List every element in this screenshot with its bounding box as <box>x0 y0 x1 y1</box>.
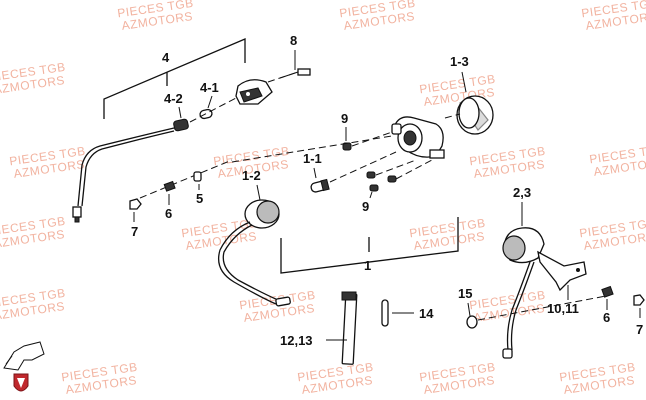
callout-4: 4 <box>162 50 170 65</box>
bulb-socket-4-2 <box>173 118 189 132</box>
nut-6-left <box>163 180 176 192</box>
callout-4-2: 4-2 <box>164 91 183 106</box>
headlight-housing <box>391 116 445 159</box>
callout-1-3: 1-3 <box>450 54 469 69</box>
bike-outline-icon <box>3 341 45 371</box>
nut-6-right <box>601 285 614 298</box>
callout-7-left: 7 <box>131 224 138 239</box>
bracket-4 <box>103 38 246 119</box>
turn-signal-2-3 <box>502 227 587 292</box>
callout-15: 15 <box>458 286 472 301</box>
tgb-logo-icon <box>13 373 29 392</box>
washer-15 <box>466 315 478 329</box>
washer-5 <box>193 171 202 182</box>
bulb-1-1 <box>310 178 330 193</box>
nut-7-right <box>633 294 645 306</box>
wire-2-3 <box>506 261 531 351</box>
callout-7-right: 7 <box>636 322 643 337</box>
callout-6-right: 6 <box>603 310 610 325</box>
wire-4 <box>77 127 175 207</box>
callout-1-2: 1-2 <box>242 168 261 183</box>
callout-14: 14 <box>419 306 434 321</box>
callout-10-11: 10,11 <box>547 301 579 316</box>
callout-9-top: 9 <box>341 111 348 126</box>
license-lamp-housing <box>235 79 273 105</box>
callout-12-13: 12,13 <box>280 333 313 348</box>
lens-1-3 <box>456 95 494 135</box>
callout-5: 5 <box>196 191 203 206</box>
socket-1-2 <box>244 199 280 229</box>
nut-7-left <box>129 198 142 210</box>
callout-8: 8 <box>290 33 297 48</box>
connector-4 <box>72 206 82 218</box>
callout-2-3: 2,3 <box>513 185 531 200</box>
wire-1-2 <box>217 221 277 305</box>
pin-14 <box>381 299 389 327</box>
callout-4-1: 4-1 <box>200 80 219 95</box>
cable-tie-12-13 <box>341 291 358 365</box>
callout-6-left: 6 <box>165 206 172 221</box>
callout-9-bottom: 9 <box>362 199 369 214</box>
callout-1-1: 1-1 <box>303 151 322 166</box>
screws-9-bottom <box>366 171 397 192</box>
callout-1: 1 <box>364 258 371 273</box>
bracket-1 <box>280 217 459 274</box>
